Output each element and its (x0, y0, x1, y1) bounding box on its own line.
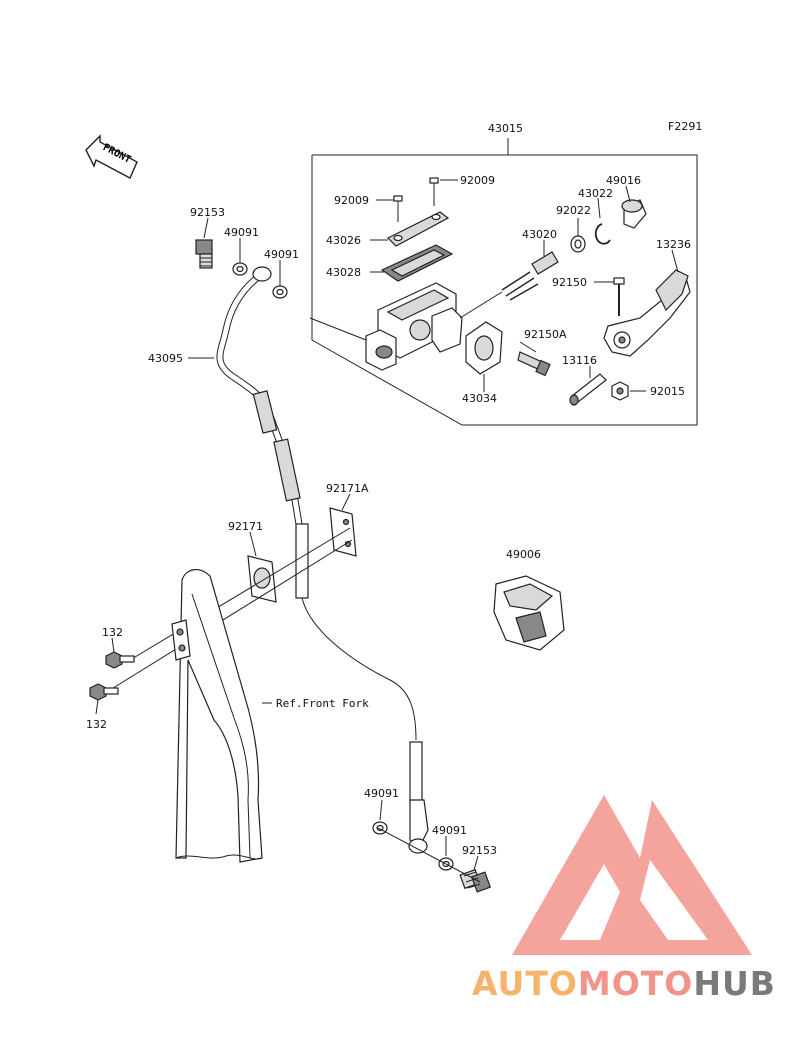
label-92153-upper: 92153 (190, 206, 225, 219)
label-92009-a: 92009 (334, 194, 369, 207)
guard-49006 (493, 575, 565, 651)
figure-code: F2291 (668, 120, 702, 133)
banjo-bolt-92153-upper (195, 239, 213, 269)
label-49016: 49016 (606, 174, 641, 187)
assembly-outline (311, 138, 698, 426)
label-49091-lower-b: 49091 (432, 824, 467, 837)
label-13116: 13116 (562, 354, 597, 367)
bolt-axis-2 (129, 527, 351, 661)
label-49006: 49006 (506, 548, 541, 561)
label-43034: 43034 (462, 392, 497, 405)
label-49091-upper-b: 49091 (264, 248, 299, 261)
leader-lines (95, 179, 679, 871)
label-92009-b: 92009 (460, 174, 495, 187)
label-92150: 92150 (552, 276, 587, 289)
brake-hose-43095 (216, 266, 429, 854)
master-cylinder-body (309, 282, 463, 371)
label-92022: 92022 (556, 204, 591, 217)
label-43015: 43015 (488, 122, 523, 135)
bolt-92150A (517, 351, 551, 377)
part-labels: 43015 92009 92009 49016 43022 92022 4302… (86, 122, 691, 857)
washer-49091-upper-b (272, 285, 288, 299)
lower-axis (377, 827, 481, 883)
lever-13236 (603, 269, 691, 357)
label-43028: 43028 (326, 266, 361, 279)
label-132-b: 132 (86, 718, 107, 731)
label-132-a: 132 (102, 626, 123, 639)
front-fork-reference (171, 569, 272, 863)
circlip-43022 (594, 223, 611, 245)
label-43026: 43026 (326, 234, 361, 247)
label-49091-lower-a: 49091 (364, 787, 399, 800)
label-43095: 43095 (148, 352, 183, 365)
bolt-axis (109, 539, 353, 691)
watermark-triangle-icon (512, 795, 752, 955)
label-92171: 92171 (228, 520, 263, 533)
adjuster-13116 (569, 373, 607, 406)
screw-92009 (393, 177, 439, 222)
bolt-132-b (89, 683, 119, 701)
reservoir-cap-43026 (386, 211, 450, 247)
banjo-bolt-92153-lower (459, 868, 492, 893)
piston-43020 (459, 251, 559, 319)
label-13236: 13236 (656, 238, 691, 251)
ref-front-fork-label: Ref.Front Fork (276, 697, 369, 710)
watermark-part-auto: AUTO (472, 964, 578, 1003)
watermark-logo-icon (512, 795, 752, 955)
label-92153-lower: 92153 (462, 844, 497, 857)
watermark-text: AUTOMOTOHUB (472, 964, 776, 1003)
label-43020: 43020 (522, 228, 557, 241)
label-43022: 43022 (578, 187, 613, 200)
diaphragm-43028 (380, 244, 454, 282)
watermark-part-hub: HUB (693, 964, 776, 1003)
clamp-43034 (465, 321, 503, 392)
front-arrow-icon: FRONT (85, 134, 138, 179)
label-92015: 92015 (650, 385, 685, 398)
watermark-part-moto: MOTO (578, 964, 693, 1003)
label-92150A: 92150A (524, 328, 567, 341)
nut-92015 (611, 381, 629, 401)
bolt-132-a (105, 651, 135, 669)
clamp-92171 (247, 555, 277, 603)
pivot-bolt-92150 (613, 277, 625, 316)
boot-49016 (621, 199, 647, 229)
washer-92022 (570, 235, 586, 253)
front-arrow-label: FRONT (101, 142, 133, 166)
label-49091-upper-a: 49091 (224, 226, 259, 239)
washer-49091-upper-a (232, 262, 248, 276)
label-92171A: 92171A (326, 482, 369, 495)
